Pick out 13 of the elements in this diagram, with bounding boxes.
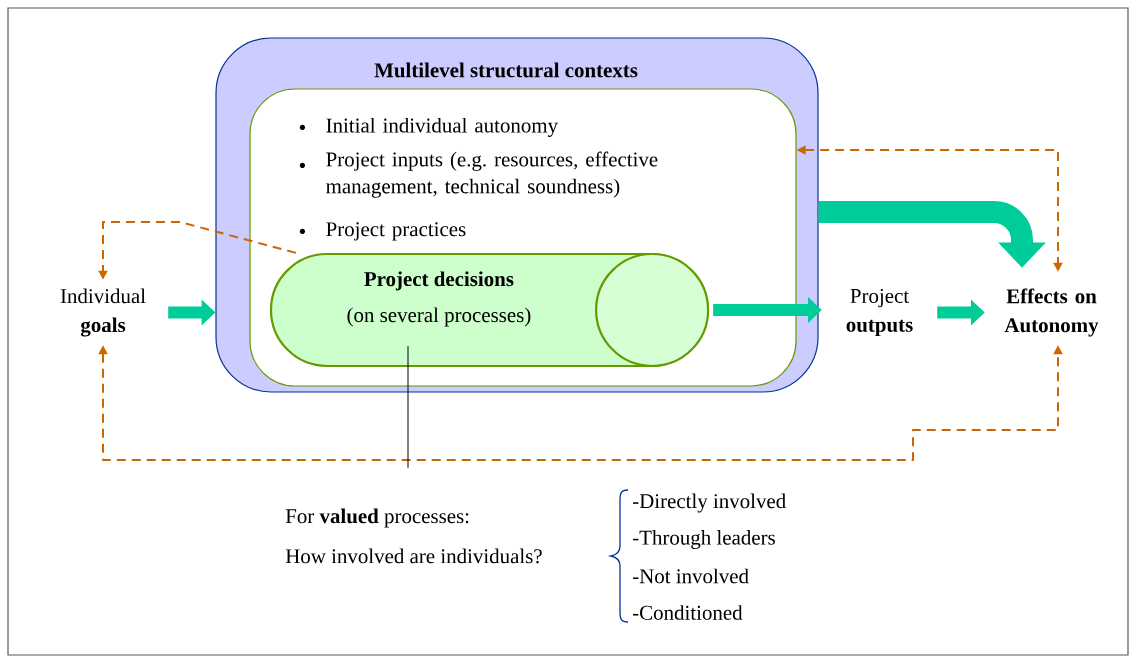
bullet-text: Project inputs (e.g. resources, effective management, technical soundness) [326,151,658,198]
bullet-text: Initial individual autonomy [326,117,558,137]
list-item: -Not involved [633,568,749,584]
list-item: -Conditioned [633,605,743,620]
leader-line [407,345,409,469]
cylinder: Project decisions (on several processes) [269,252,710,368]
question-text: For valued processes: How involved are individuals? [285,508,542,564]
list-item: -Directly involved [633,493,786,513]
list-item: -Through leaders [633,530,775,549]
text-label: Effects on Autonomy [1004,288,1099,337]
bullet-text: Project practices [326,222,466,241]
text-label: Project outputs [846,288,913,337]
text-label: Individual goals [60,288,146,337]
